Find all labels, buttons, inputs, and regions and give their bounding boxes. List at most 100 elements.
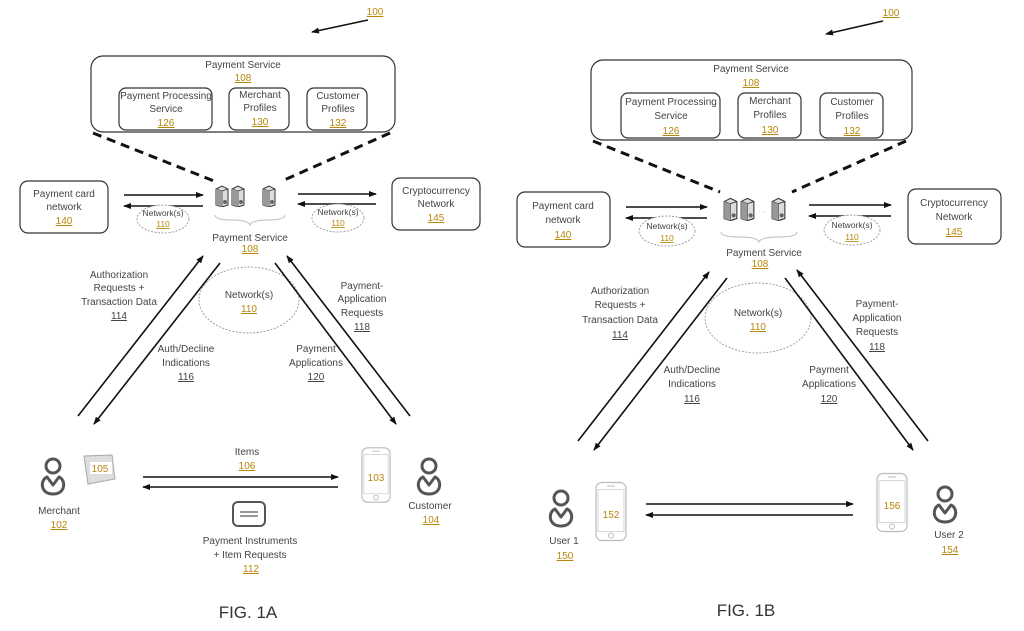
payment-instruments-line1: Payment Instruments xyxy=(203,536,297,547)
servers-ref: 108 xyxy=(752,259,769,270)
merchant-profiles-line2: Profiles xyxy=(243,103,276,114)
payment-app-requests-ref: 118 xyxy=(869,342,885,353)
system-ref: 100 xyxy=(367,7,384,18)
network-center-label: Network(s) xyxy=(734,308,782,319)
auth-decline-line1: Auth/Decline xyxy=(158,344,215,355)
payment-service-title: Payment Service xyxy=(205,60,281,71)
servers-ellipsis: ··· xyxy=(759,209,766,216)
payment-apps-line2: Applications xyxy=(802,379,856,390)
auth-decline-ref: 116 xyxy=(178,372,194,383)
payment-card-network-line1: Payment card xyxy=(33,189,95,200)
merchant-device-ref: 105 xyxy=(92,464,109,475)
zoom-line-left xyxy=(92,131,215,183)
payment-service-ref: 108 xyxy=(743,78,760,89)
figure-1a: 100 Payment Service 108 Payment Processi… xyxy=(19,7,481,622)
arrow-auth-decline xyxy=(93,262,221,425)
auth-requests-ref: 114 xyxy=(612,330,628,341)
auth-requests-line1: Authorization xyxy=(591,286,649,297)
payment-card-network-box xyxy=(19,180,109,234)
figure-caption: FIG. 1B xyxy=(717,601,776,620)
arrow-payment-apps xyxy=(274,262,397,425)
crypto-network-ref: 145 xyxy=(428,213,445,224)
user2-person-icon xyxy=(932,485,958,524)
figure-1b: 100 Payment Service 108 Payment Processi… xyxy=(516,8,1002,620)
payment-service-ref: 108 xyxy=(235,73,252,84)
payment-card-network-line1: Payment card xyxy=(532,201,594,212)
payment-card-network-ref: 140 xyxy=(555,230,572,241)
crypto-network-line2: Network xyxy=(936,212,974,223)
network-cloud-left xyxy=(638,215,696,247)
merchant-profiles-ref: 130 xyxy=(762,125,779,136)
servers-brace xyxy=(720,231,798,244)
payment-card-network-box xyxy=(516,191,611,248)
user1-person-icon xyxy=(548,489,574,528)
payment-app-requests-line2: Application xyxy=(853,313,902,324)
items-ref: 106 xyxy=(239,461,256,472)
customer-ref: 104 xyxy=(423,515,440,526)
network-cloud-left xyxy=(136,204,190,234)
payment-app-requests-line2: Application xyxy=(338,294,387,305)
network-left-label: Network(s) xyxy=(142,208,183,218)
customer-device-ref: 103 xyxy=(368,473,385,484)
payment-processing-box xyxy=(620,92,721,139)
payment-app-requests-line1: Payment- xyxy=(341,281,384,292)
customer-person-icon xyxy=(416,457,442,496)
arrow-auth-requests xyxy=(77,255,204,417)
network-right-ref: 110 xyxy=(845,232,859,242)
auth-decline-line2: Indications xyxy=(668,379,716,390)
payment-apps-ref: 120 xyxy=(308,372,325,383)
merchant-profiles-line1: Merchant xyxy=(749,96,791,107)
pos-screen xyxy=(90,462,112,474)
server-icon xyxy=(262,185,276,207)
servers-ref: 108 xyxy=(242,244,259,255)
arrow-payment-app-requests xyxy=(796,269,929,442)
servers-brace xyxy=(214,214,286,227)
network-right-label: Network(s) xyxy=(831,220,872,230)
network-right-ref: 110 xyxy=(331,218,345,228)
network-cloud-center xyxy=(198,266,300,334)
arrow-payment-apps xyxy=(784,277,914,451)
payment-processing-ref: 126 xyxy=(158,118,175,129)
network-right-label: Network(s) xyxy=(317,207,358,217)
payment-app-requests-line3: Requests xyxy=(341,308,383,319)
servers-label: Payment Service xyxy=(212,233,288,244)
payment-service-box: Payment Service 108 Payment Processing S… xyxy=(590,59,913,141)
arrow-payment-app-requests xyxy=(286,255,411,417)
auth-decline-line1: Auth/Decline xyxy=(664,365,721,376)
merchant-profiles-box xyxy=(228,87,290,131)
payment-service-servers: Payment Service 108 xyxy=(212,185,288,255)
merchant-profiles-box xyxy=(737,92,802,139)
server-icon xyxy=(723,197,738,221)
payment-processing-ref: 126 xyxy=(663,126,680,137)
zoom-line-right xyxy=(281,131,391,183)
network-center-ref: 110 xyxy=(241,304,257,315)
crypto-network-line1: Cryptocurrency xyxy=(402,186,470,197)
auth-decline-line2: Indications xyxy=(162,358,210,369)
auth-requests-line2: Requests + xyxy=(94,283,145,294)
customer-profiles-ref: 132 xyxy=(844,126,861,137)
payment-apps-line2: Applications xyxy=(289,358,343,369)
merchant-profiles-line2: Profiles xyxy=(753,110,786,121)
server-icon xyxy=(771,197,786,221)
servers-label: Payment Service xyxy=(726,248,802,259)
figure-caption: FIG. 1A xyxy=(219,603,278,622)
network-left-label: Network(s) xyxy=(646,221,687,231)
payment-instruments-line2: + Item Requests xyxy=(213,550,286,561)
payment-processing-line2: Service xyxy=(149,104,183,115)
merchant-profiles-line1: Merchant xyxy=(239,90,281,101)
system-ref-arrow xyxy=(311,19,369,34)
customer-profiles-box xyxy=(306,87,368,131)
merchant-person-icon xyxy=(40,457,66,496)
network-cloud-center xyxy=(704,282,812,354)
network-center-label: Network(s) xyxy=(225,290,273,301)
server-icon xyxy=(740,197,755,221)
payment-card-network-line2: network xyxy=(545,215,581,226)
zoom-line-right xyxy=(791,139,907,194)
payment-service-box: Payment Service 108 Payment Processing S… xyxy=(90,55,396,133)
payment-service-title: Payment Service xyxy=(713,64,789,75)
crypto-network-box xyxy=(391,177,481,231)
auth-requests-line3: Transaction Data xyxy=(81,297,157,308)
customer-profiles-ref: 132 xyxy=(330,118,347,129)
payment-processing-line1: Payment Processing xyxy=(120,91,212,102)
